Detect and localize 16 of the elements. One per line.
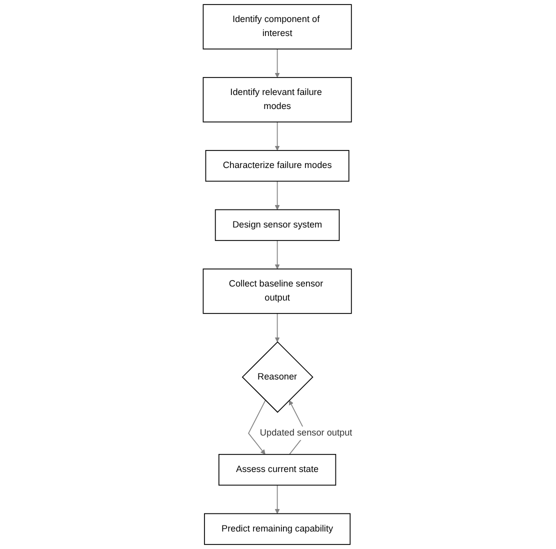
node-box: Assess current state bbox=[218, 454, 336, 486]
node-box: Predict remaining capability bbox=[204, 513, 351, 545]
node-box: Identify component of interest bbox=[203, 4, 352, 50]
arrow bbox=[275, 122, 280, 151]
node-box: Design sensor system bbox=[215, 209, 340, 241]
edge-label: Updated sensor output bbox=[260, 428, 352, 438]
node-box: Identify relevant failure modes bbox=[203, 77, 352, 122]
arrow bbox=[248, 400, 266, 455]
arrow bbox=[275, 484, 280, 514]
node-box: Characterize failure modes bbox=[206, 150, 350, 182]
arrow bbox=[275, 180, 280, 210]
node-box: Collect baseline sensor output bbox=[203, 268, 352, 314]
arrow bbox=[275, 240, 280, 270]
arrow bbox=[275, 313, 280, 342]
arrow bbox=[275, 48, 280, 78]
node-diamond: Reasoner bbox=[242, 341, 314, 413]
